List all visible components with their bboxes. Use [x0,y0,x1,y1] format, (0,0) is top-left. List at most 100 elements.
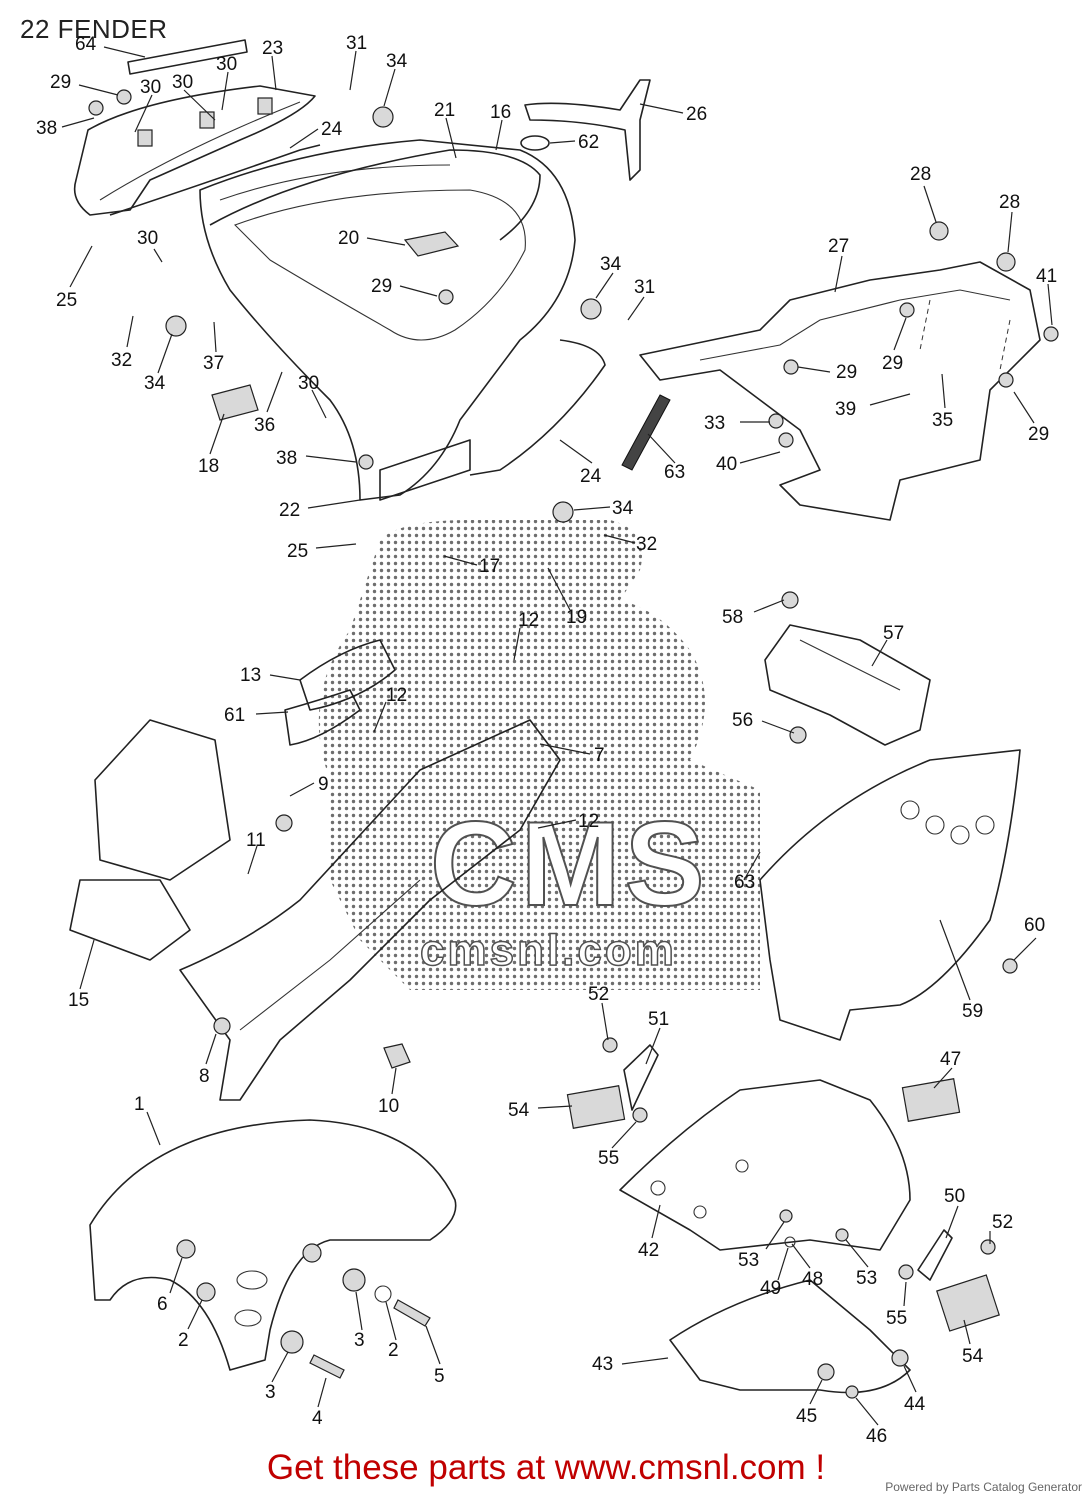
callout-19: 19 [566,607,587,628]
callout-30: 30 [172,72,193,93]
callout-12: 12 [578,811,599,832]
part-18-lock [211,384,259,421]
callout-26: 26 [686,104,707,125]
callout-46: 46 [866,1426,887,1447]
callout-38: 38 [36,118,57,139]
callout-38: 38 [276,448,297,469]
callout-35: 35 [932,410,953,431]
callout-3: 3 [354,1330,365,1351]
part-62-label [520,135,550,151]
callout-9: 9 [318,774,329,795]
part-1-front-fender [89,1119,457,1371]
callout-5: 5 [434,1366,445,1387]
callout-16: 16 [490,102,511,123]
callout-20: 20 [338,228,359,249]
callout-56: 56 [732,710,753,731]
part-26-bracket [524,79,651,181]
part-63-seal-strip [621,394,671,471]
callout-30: 30 [137,228,158,249]
callout-3: 3 [265,1382,276,1403]
cta-link[interactable]: Get these parts at www.cmsnl.com ! [266,1448,826,1487]
callout-27: 27 [828,236,849,257]
callout-39: 39 [835,399,856,420]
callout-21: 21 [434,100,455,121]
callout-34: 34 [144,373,166,394]
callout-53: 53 [856,1268,877,1289]
callout-57: 57 [883,623,904,644]
callout-15: 15 [68,990,89,1011]
callout-34: 34 [386,51,408,72]
callout-32: 32 [111,350,132,371]
callout-29: 29 [371,276,392,297]
callout-45: 45 [796,1406,817,1427]
callout-59: 59 [962,1001,983,1022]
callout-48: 48 [802,1269,823,1290]
callout-30: 30 [140,77,161,98]
part-21-grab-rail [209,149,541,241]
part-24-trim [109,144,606,476]
callout-52: 52 [588,984,609,1005]
callout-53: 53 [738,1250,759,1271]
callout-31: 31 [634,277,655,298]
callout-49: 49 [760,1278,781,1299]
part-57-bracket [764,624,931,746]
callout-8: 8 [199,1066,210,1087]
callout-63: 63 [734,872,755,893]
callout-37: 37 [203,353,224,374]
callout-32: 32 [636,534,657,555]
callout-47: 47 [940,1049,961,1070]
callout-34: 34 [612,498,634,519]
callout-62: 62 [578,132,599,153]
callout-55: 55 [886,1308,907,1329]
callout-42: 42 [638,1240,659,1261]
part-20-bracket [403,231,460,257]
callout-25: 25 [287,541,308,562]
callout-31: 31 [346,33,367,54]
part-27-frame-bracket [639,261,1041,521]
callout-30: 30 [298,373,319,394]
callout-52: 52 [992,1212,1013,1233]
part-13-strap [284,639,396,746]
callout-34: 34 [600,254,622,275]
part-43-lower-fender [669,1279,911,1394]
callout-55: 55 [598,1148,619,1169]
callout-28: 28 [999,192,1020,213]
callout-54: 54 [962,1346,984,1367]
callout-2: 2 [178,1330,189,1351]
callout-7: 7 [594,745,605,766]
part-59-rear-fender [759,749,1021,1041]
part-23-side-cover [73,85,316,216]
callout-33: 33 [704,413,725,434]
callout-labels: 64 23 31 34 29 30 30 30 38 24 21 16 26 6… [36,33,1057,1447]
callout-25: 25 [56,290,77,311]
watermark-logo-text: CMS [430,797,709,931]
hardware-fasteners [88,89,1059,1399]
callout-12: 12 [386,685,407,706]
leader-lines [61,46,1053,1426]
callout-28: 28 [910,164,931,185]
callout-29: 29 [882,353,903,374]
callout-17: 17 [479,556,500,577]
watermark-url-text: cmsnl.com [420,926,677,975]
callout-40: 40 [716,454,737,475]
callout-58: 58 [722,607,743,628]
callout-43: 43 [592,1354,613,1375]
callout-61: 61 [224,705,245,726]
part-15-battery-box [69,719,231,961]
callout-54: 54 [508,1100,530,1121]
page-title: 22 FENDER [20,14,168,44]
callout-60: 60 [1024,915,1045,936]
callout-4: 4 [312,1408,323,1429]
callout-29: 29 [1028,424,1049,445]
callout-29: 29 [50,72,71,93]
callout-24: 24 [321,119,343,140]
callout-6: 6 [157,1294,168,1315]
powered-by-credit: Powered by Parts Catalog Generator [885,1480,1082,1494]
callout-30: 30 [216,54,237,75]
callout-24: 24 [580,466,602,487]
callout-64: 64 [75,34,97,55]
cms-watermark: CMS cmsnl.com [318,520,760,990]
callout-11: 11 [246,830,266,851]
callout-51: 51 [648,1009,669,1030]
